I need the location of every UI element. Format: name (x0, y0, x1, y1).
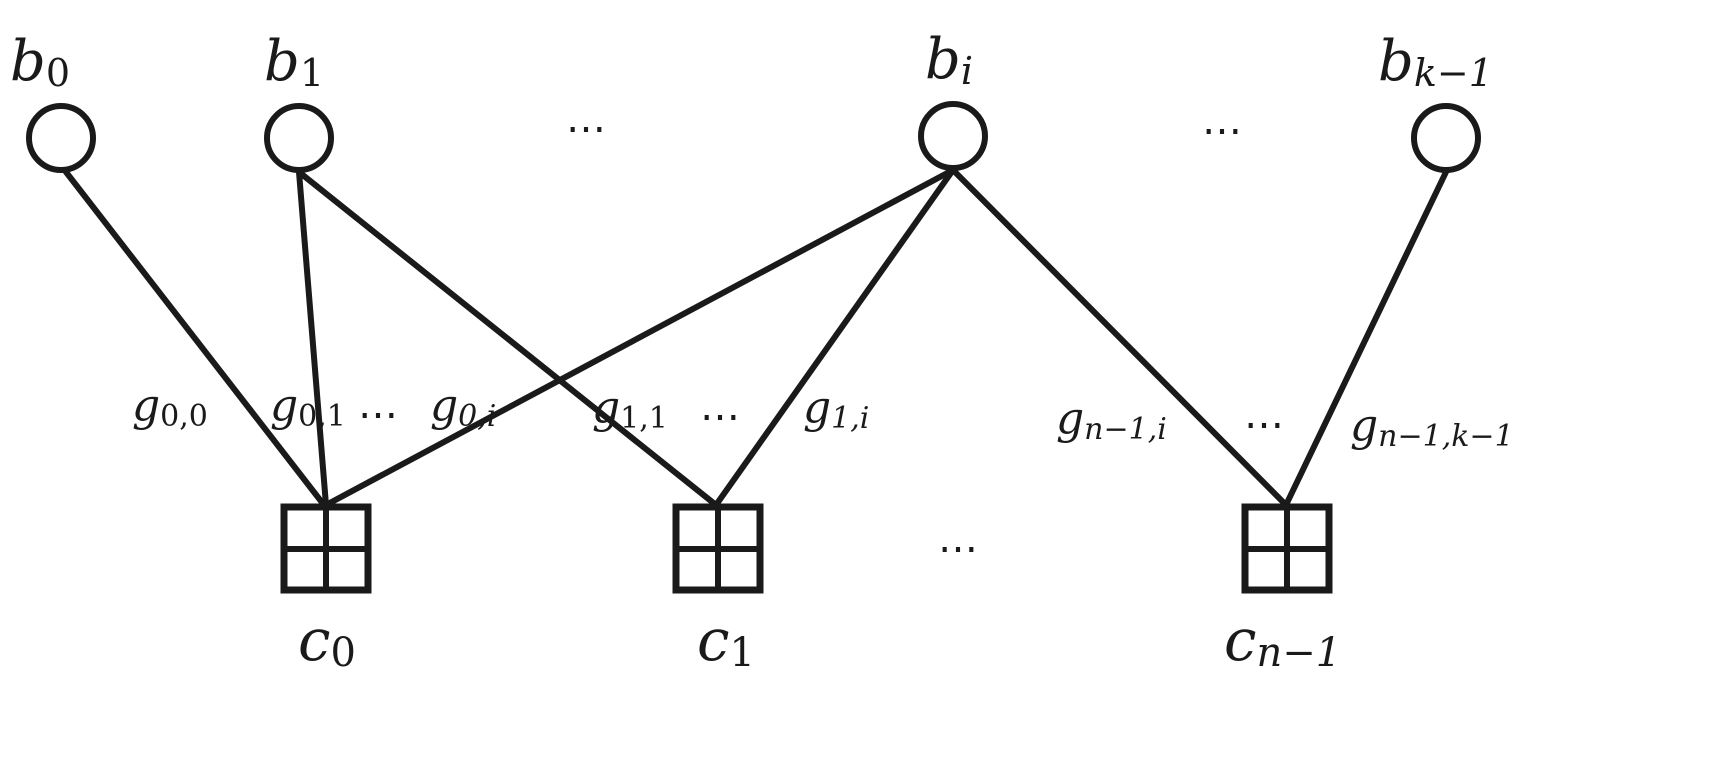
check-label-c0: c0 (298, 606, 356, 676)
edge-label-g11: g1,1 (592, 382, 668, 436)
ellipsis-bottom: ⋯ (938, 526, 978, 572)
bit-nodes (26, 101, 1481, 173)
check-label-cn-1: cn−1 (1224, 606, 1341, 676)
ellipsis-top-right: ⋯ (1202, 108, 1242, 154)
edge-label-g0i: g0,i (430, 380, 496, 434)
ellipsis-mid-1: ⋯ (358, 392, 398, 438)
bit-node-bi (918, 101, 988, 171)
edge-bk-1-cn-1 (1283, 169, 1449, 508)
ellipsis-mid-2: ⋯ (700, 394, 740, 440)
bit-label-b0: b0 (10, 29, 70, 95)
bit-node-b1 (264, 103, 334, 173)
check-node-c0 (280, 503, 372, 594)
edge-b1-c0 (296, 169, 329, 508)
edge-bi-c0 (323, 167, 956, 508)
edge-b0-c0 (63, 169, 327, 508)
bit-label-bi: bi (925, 27, 973, 93)
bit-label-bk-1: bk−1 (1378, 29, 1493, 95)
edge-label-gn-1k-1: gn−1,k−1 (1350, 400, 1514, 454)
check-label-c1: c1 (697, 606, 755, 676)
edge-bi-cn-1 (950, 167, 1289, 508)
edge-label-g01: g0,1 (270, 380, 346, 434)
edge-label-gn-1i: gn−1,i (1056, 393, 1167, 447)
edge-label-g1i: g1,i (803, 382, 869, 436)
edge-b1-c1 (296, 169, 719, 508)
ellipsis-top-left: ⋯ (566, 106, 606, 152)
edges (63, 167, 1449, 508)
edge-label-g00: g0,0 (132, 380, 208, 434)
check-node-cn-1 (1241, 503, 1333, 594)
bit-node-bk-1 (1411, 103, 1481, 173)
bit-node-b0 (26, 103, 96, 173)
check-node-c1 (672, 503, 764, 594)
ellipsis-mid-3: ⋯ (1244, 402, 1284, 448)
edge-bi-c1 (713, 167, 956, 508)
bit-label-b1: b1 (264, 29, 324, 95)
